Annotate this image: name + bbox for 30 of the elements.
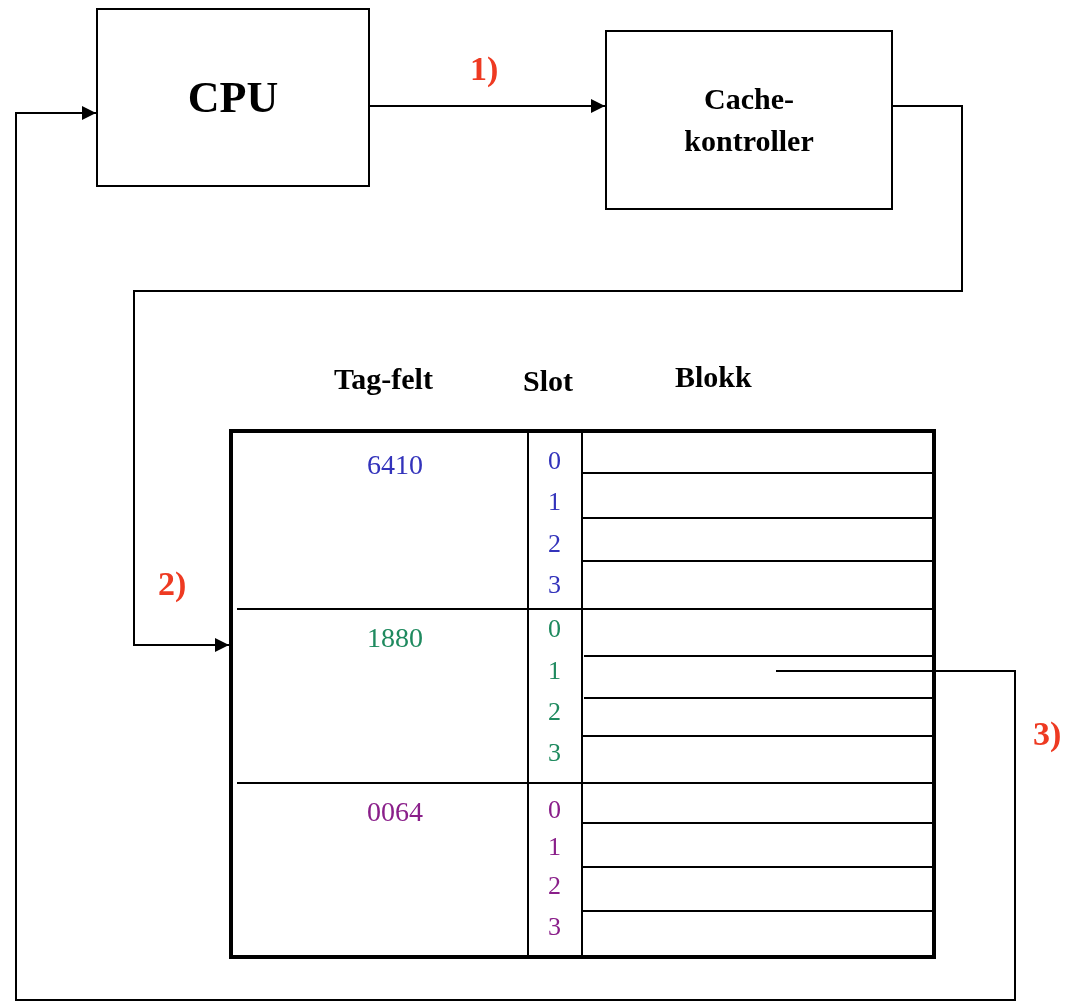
slot-number: 0 xyxy=(548,795,561,825)
slot-number: 2 xyxy=(548,871,561,901)
slot-number: 3 xyxy=(548,738,561,768)
box-label: Cache-kontroller xyxy=(683,81,815,159)
slot-number: 3 xyxy=(548,912,561,942)
slot-number: 2 xyxy=(548,697,561,727)
slot-number: 2 xyxy=(548,529,561,559)
slot-number: 0 xyxy=(548,446,561,476)
column-header: Tag-felt xyxy=(334,362,433,396)
step-number: 2) xyxy=(158,565,187,603)
column-header: Blokk xyxy=(675,360,752,394)
process-box xyxy=(605,30,893,210)
process-box xyxy=(96,8,370,187)
slot-number: 3 xyxy=(548,570,561,600)
cache-table xyxy=(229,429,936,959)
arrow xyxy=(15,106,1016,1001)
slot-number: 0 xyxy=(548,614,561,644)
block-row xyxy=(584,655,934,699)
tag-value: 0064 xyxy=(367,796,423,828)
step-number: 1) xyxy=(470,50,499,88)
arrow xyxy=(133,105,963,652)
slot-number: 1 xyxy=(548,487,561,517)
tag-value: 6410 xyxy=(367,449,423,481)
slot-number: 1 xyxy=(548,656,561,686)
tag-value: 1880 xyxy=(367,622,423,654)
step-number: 3) xyxy=(1033,715,1062,753)
box-label: CPU xyxy=(187,72,279,123)
slot-number: 1 xyxy=(548,832,561,862)
column-header: Slot xyxy=(523,364,573,398)
arrow xyxy=(369,99,606,113)
